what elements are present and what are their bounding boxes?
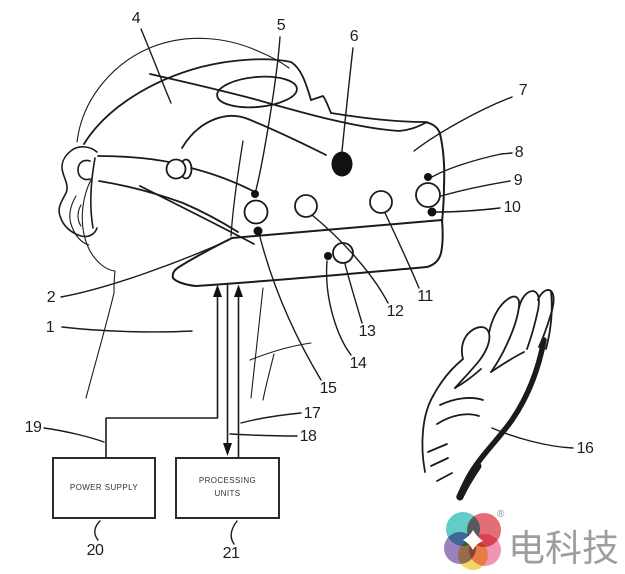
headset-straps	[83, 58, 428, 245]
ref-label-4: 4	[131, 10, 141, 27]
middle-finger	[518, 290, 540, 350]
index-finger	[488, 295, 521, 373]
sensor-circles	[243, 182, 441, 264]
registered-trademark-icon: ®	[497, 509, 505, 520]
ref-label-6: 6	[349, 28, 359, 45]
ref-label-9: 9	[513, 172, 523, 189]
sensor-circle	[369, 190, 393, 214]
ear-inner	[77, 204, 82, 227]
power-wire	[105, 295, 219, 458]
thumb-outline	[432, 326, 491, 397]
ref-label-20: 20	[86, 542, 104, 559]
neck-front-line	[250, 287, 264, 399]
ref-label-1: 1	[45, 319, 55, 336]
watermark-logo-icon	[444, 512, 501, 570]
arrowhead-up-icon	[234, 284, 243, 297]
ref-label-18: 18	[299, 428, 317, 445]
sensor-circle	[332, 242, 354, 264]
sensor-dots	[251, 173, 437, 260]
neck-back-line	[85, 270, 116, 399]
strap-knob	[165, 158, 187, 180]
ref-label-16: 16	[576, 440, 594, 457]
leader-lines	[43, 28, 574, 545]
ring-finger	[537, 289, 555, 348]
sensor-circle	[415, 182, 441, 208]
processing-units-label: PROCESSING UNITS	[198, 476, 257, 498]
hmd-band-bottom-edge	[195, 266, 428, 287]
ear-outline	[69, 195, 90, 246]
sensor-circle	[294, 194, 318, 218]
strap-rear-anchor	[58, 146, 98, 238]
ref-label-7: 7	[518, 82, 528, 99]
ref-label-2: 2	[46, 289, 56, 306]
shoulder-line	[249, 342, 312, 361]
ref-label-10: 10	[503, 199, 521, 216]
ref-label-15: 15	[319, 380, 337, 397]
ref-label-14: 14	[349, 355, 367, 372]
ref-label-12: 12	[386, 303, 404, 320]
head-outline	[69, 37, 312, 401]
ref-label-21: 21	[222, 545, 240, 562]
hmd-face-bottom-edge	[231, 219, 443, 239]
ref-label-8: 8	[514, 144, 524, 161]
connection-wires	[105, 283, 243, 458]
arrowhead-down-icon	[223, 443, 232, 456]
ref-label-19: 19	[24, 419, 42, 436]
watermark-brand-text: 电科技	[508, 528, 619, 569]
hand-drawing	[421, 289, 555, 501]
main-camera-lens	[331, 151, 353, 177]
ref-label-17: 17	[303, 405, 321, 422]
arrowhead-up-icon	[213, 284, 222, 297]
processing-units-box: PROCESSING UNITS	[175, 457, 280, 519]
strap-vent-oval	[216, 75, 298, 109]
ref-label-11: 11	[417, 288, 433, 305]
ref-label-5: 5	[276, 17, 286, 34]
power-supply-box: POWER SUPPLY	[52, 457, 156, 519]
ref-label-13: 13	[358, 323, 376, 340]
power-supply-label: POWER SUPPLY	[69, 482, 139, 492]
hmd-housing	[171, 121, 446, 287]
sensor-circle	[243, 199, 269, 225]
